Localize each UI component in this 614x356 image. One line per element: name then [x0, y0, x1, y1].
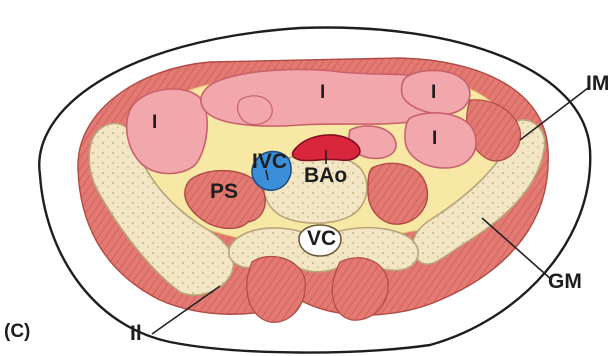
- label-il: Il: [130, 322, 142, 345]
- psoas-right: [368, 163, 427, 224]
- label-psoas: PS: [210, 180, 238, 203]
- intestine-right-mid: [405, 113, 476, 168]
- label-intestine-left: I: [152, 112, 157, 133]
- label-intestine-top: I: [320, 82, 325, 103]
- label-ivc: IVC: [252, 150, 287, 173]
- label-intestine-right-top: I: [431, 82, 436, 103]
- label-im: IM: [586, 72, 609, 95]
- panel-label: (C): [4, 321, 30, 342]
- label-gm: GM: [548, 270, 582, 293]
- intestine-left: [127, 89, 207, 174]
- label-vertebral-canal: VC: [307, 227, 336, 250]
- intestine-loop-2: [238, 96, 273, 125]
- label-bao: BAo: [304, 164, 347, 187]
- label-intestine-right-mid: I: [432, 128, 437, 149]
